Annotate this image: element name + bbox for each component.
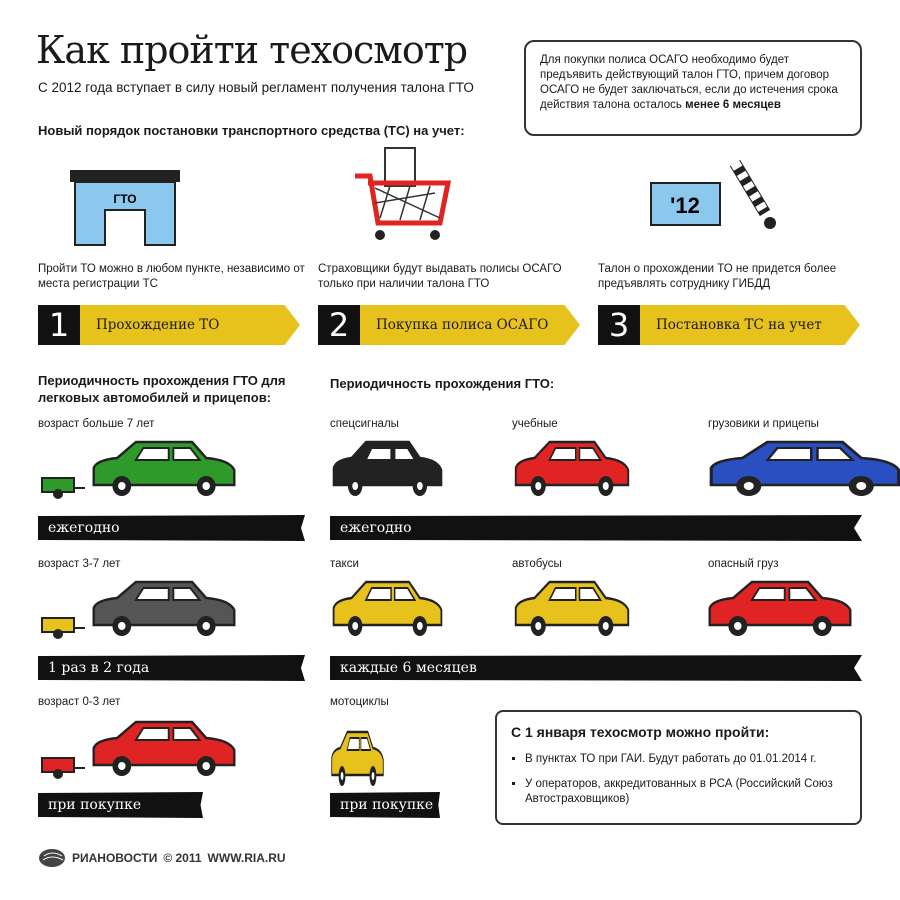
frequency-bar: каждые 6 месяцев bbox=[330, 655, 862, 681]
vehicle-icon bbox=[512, 440, 632, 505]
step-number: 3 bbox=[598, 305, 640, 345]
january-info-box: С 1 января техосмотр можно пройти: В пун… bbox=[495, 710, 862, 825]
car-with-trailer-icon bbox=[40, 720, 239, 780]
footer: РИАНОВОСТИ © 2011 WWW.RIA.RU bbox=[38, 848, 286, 868]
frequency-bar: ежегодно bbox=[38, 515, 305, 541]
box-item: В пунктах ТО при ГАИ. Будут работать до … bbox=[525, 752, 846, 767]
left-heading: Периодичность прохождения ГТО для легков… bbox=[38, 373, 286, 405]
subtitle: С 2012 года вступает в силу новый реглам… bbox=[38, 80, 474, 95]
page-title: Как пройти техосмотр bbox=[36, 28, 468, 72]
vehicle-label: учебные bbox=[512, 418, 558, 430]
footer-copyright: © 2011 bbox=[163, 851, 202, 865]
frequency-bar: 1 раз в 2 года bbox=[38, 655, 305, 681]
right-heading: Периодичность прохождения ГТО: bbox=[330, 376, 555, 391]
footer-url[interactable]: WWW.RIA.RU bbox=[207, 851, 286, 865]
step-label: Постановка ТС на учет bbox=[640, 305, 860, 345]
vehicle-icon bbox=[330, 730, 385, 795]
section-heading: Новый порядок постановки транспортного с… bbox=[38, 123, 465, 138]
step-caption: Талон о прохождении ТО не придется более… bbox=[598, 263, 837, 290]
step-caption: Страховщики будут выдавать полисы ОСАГО … bbox=[318, 263, 562, 290]
step-caption: Пройти ТО можно в любом пункте, независи… bbox=[38, 263, 305, 290]
step-number: 1 bbox=[38, 305, 80, 345]
step-label: Покупка полиса ОСАГО bbox=[360, 305, 580, 345]
box-title: С 1 января техосмотр можно пройти: bbox=[511, 724, 770, 740]
age-label: возраст больше 7 лет bbox=[38, 418, 155, 430]
step-number: 2 bbox=[318, 305, 360, 345]
step-label: Прохождение ТО bbox=[80, 305, 300, 345]
vehicle-icon bbox=[330, 580, 445, 645]
frequency-bar: при покупке bbox=[330, 792, 440, 818]
vehicle-icon bbox=[705, 580, 855, 645]
note-bold: менее 6 месяцев bbox=[685, 99, 781, 111]
frequency-bar: при покупке bbox=[38, 792, 203, 818]
step-3: 3 Постановка ТС на учет bbox=[598, 305, 860, 345]
note-text: Для покупки полиса ОСАГО необходимо буде… bbox=[540, 54, 838, 111]
car-with-trailer-icon bbox=[40, 440, 239, 500]
vehicle-label: такси bbox=[330, 558, 359, 570]
vehicle-icon bbox=[705, 440, 900, 505]
ria-logo-icon bbox=[39, 849, 65, 867]
vehicle-label: автобусы bbox=[512, 558, 562, 570]
ticket-year: '12 bbox=[670, 193, 700, 218]
car-with-trailer-icon bbox=[40, 580, 239, 640]
vehicle-label: грузовики и прицепы bbox=[708, 418, 819, 430]
footer-brand: РИАНОВОСТИ bbox=[72, 851, 158, 865]
vehicle-label: спецсигналы bbox=[330, 418, 399, 430]
step-1: 1 Прохождение ТО bbox=[38, 305, 300, 345]
vehicle-icon bbox=[512, 580, 632, 645]
frequency-bar: ежегодно bbox=[330, 515, 862, 541]
vehicle-icon bbox=[330, 440, 445, 505]
gto-sign: ГТО bbox=[113, 192, 136, 206]
vehicle-label: опасный груз bbox=[708, 558, 779, 570]
vehicle-label: мотоциклы bbox=[330, 696, 389, 708]
age-label: возраст 3-7 лет bbox=[38, 558, 121, 570]
cart-icon bbox=[355, 147, 452, 240]
gto-building-icon: ГТО bbox=[70, 170, 180, 246]
ticket-icon: '12 bbox=[650, 182, 721, 226]
police-baton-icon bbox=[729, 159, 776, 229]
osago-note: Для покупки полиса ОСАГО необходимо буде… bbox=[524, 40, 862, 136]
age-label: возраст 0-3 лет bbox=[38, 696, 121, 708]
step-2: 2 Покупка полиса ОСАГО bbox=[318, 305, 580, 345]
box-item: У операторов, аккредитованных в РСА (Рос… bbox=[525, 777, 846, 807]
